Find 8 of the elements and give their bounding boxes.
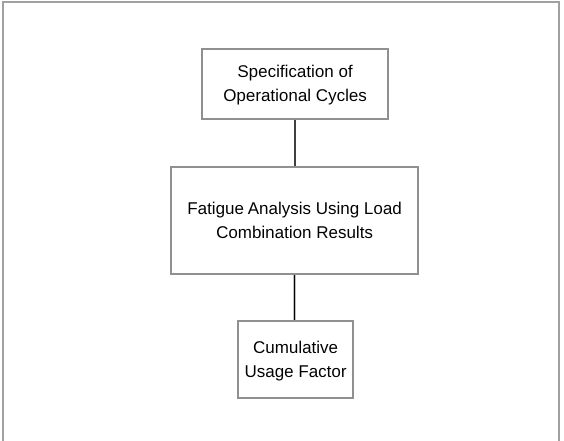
process-box: [237, 320, 354, 399]
process-box: [201, 48, 389, 120]
connector-line: [294, 120, 296, 166]
box-label: Cumulative Usage Factor: [243, 336, 348, 382]
box-label: Specification of Operational Cycles: [222, 61, 368, 107]
connector-line: [294, 275, 296, 320]
box-label: Fatigue Analysis Using Load Combination Results: [186, 198, 403, 244]
process-box: [170, 166, 419, 275]
